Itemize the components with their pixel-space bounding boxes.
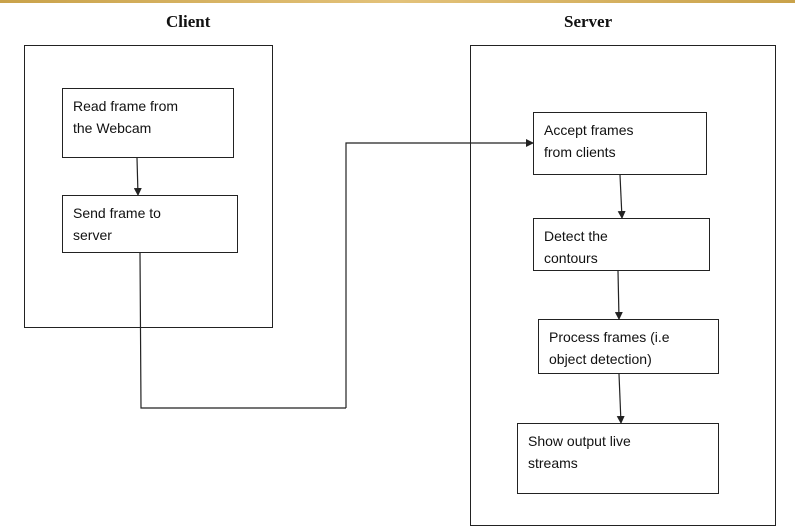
arrow-process-to-output [616, 373, 625, 424]
step-show-output: Show output live streams [517, 423, 719, 494]
arrow-read-to-send [133, 157, 142, 196]
arrow-accept-to-detect [617, 174, 626, 219]
step-detect-contours: Detect the contours [533, 218, 710, 271]
server-heading: Server [564, 12, 613, 31]
step-text-line: Process frames (i.e [549, 329, 670, 345]
arrow-gap-to-accept [345, 139, 534, 408]
step-text-line: server [73, 227, 112, 243]
client-heading: Client [166, 12, 211, 31]
step-text-line: the Webcam [73, 120, 152, 136]
step-accept-frames: Accept frames from clients [533, 112, 707, 175]
step-text-line: Accept frames [544, 122, 634, 138]
client-container [24, 45, 273, 328]
step-text-line: from clients [544, 144, 616, 160]
top-accent-bar [0, 0, 795, 3]
step-text-line: object detection) [549, 351, 652, 367]
step-read-frame: Read frame from the Webcam [62, 88, 234, 158]
connector-client-to-gap [139, 252, 346, 409]
step-process-frames: Process frames (i.e object detection) [538, 319, 719, 374]
step-text-line: Detect the [544, 228, 608, 244]
step-text-line: Send frame to [73, 205, 161, 221]
step-text-line: Show output live [528, 433, 631, 449]
step-text-line: Read frame from [73, 98, 179, 114]
arrow-detect-to-process [614, 270, 623, 320]
step-text-line: streams [528, 455, 578, 471]
step-text-line: contours [544, 250, 598, 266]
step-send-frame: Send frame to server [62, 195, 238, 253]
server-container [470, 45, 776, 526]
